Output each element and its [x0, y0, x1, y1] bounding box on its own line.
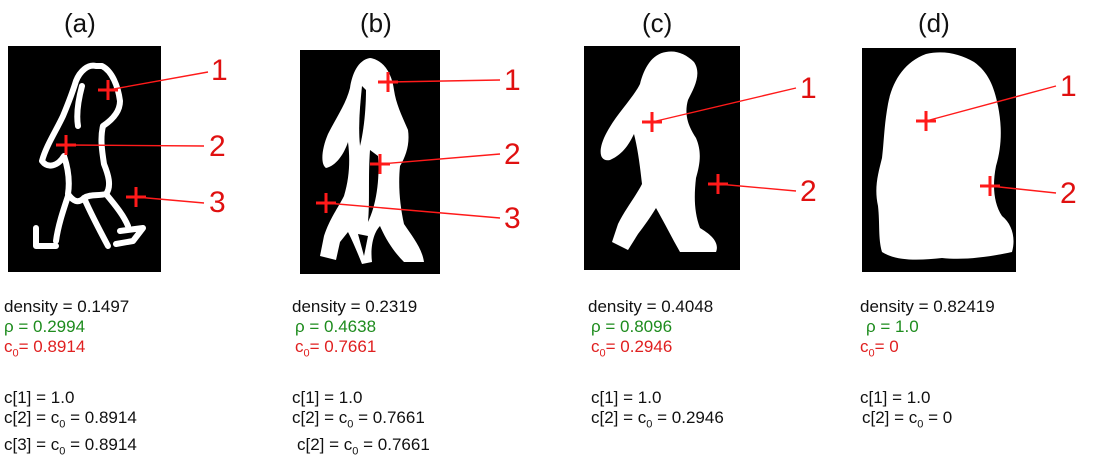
density-value: density = 0.1497 — [4, 297, 130, 316]
c-line-2: c[2] = c0 = 0.7661 — [292, 408, 425, 431]
panel-label: (a) — [64, 8, 96, 38]
marker-group: 1 2 — [916, 70, 1077, 210]
c0-value: c0= 0.2946 — [591, 337, 673, 360]
panel-b-image: 1 2 3 — [300, 50, 521, 274]
filled-silhouette — [876, 52, 1014, 260]
c-line-1: c[1] = 1.0 — [4, 388, 75, 408]
density-value: density = 0.2319 — [292, 297, 418, 316]
marker-label-2: 2 — [504, 138, 521, 171]
c-line-1: c[1] = 1.0 — [860, 388, 931, 408]
panel-stats: density = 0.82419 ρ = 1.0 c0= 0 c[1] = 1… — [860, 297, 995, 435]
c-line-3: c[2] = c0 = 0.7661 — [297, 434, 430, 458]
marker-label-2: 2 — [800, 175, 817, 208]
panel-stats: density = 0.4048 ρ = 0.8096 c0= 0.2946 c… — [588, 297, 724, 435]
rho-value: ρ = 0.4638 — [295, 317, 377, 336]
panel-d: (d) 1 2 density = 0.82419 ρ = 1.0 c0= 0 … — [856, 0, 1098, 469]
panel-a: (a) 1 2 3 density = 0.1497 ρ = 0.2994 c0 — [0, 0, 270, 469]
density-value: density = 0.82419 — [860, 297, 995, 316]
filled-silhouette — [600, 51, 717, 253]
panel-b: (b) 1 2 3 density = 0.2319 ρ = 0.4638 c0… — [288, 0, 558, 469]
rho-value: ρ = 0.2994 — [4, 317, 86, 336]
edge-silhouette — [33, 62, 146, 249]
density-value: density = 0.4048 — [588, 297, 714, 316]
rho-value: ρ = 0.8096 — [591, 317, 673, 336]
panel-c: (c) 1 2 density = 0.4048 ρ = 0.8096 c0= … — [584, 0, 854, 469]
marker-label-2: 2 — [1060, 177, 1077, 210]
panel-label: (d) — [918, 8, 950, 38]
marker-label-1: 1 — [504, 64, 521, 97]
marker-label-2: 2 — [209, 130, 226, 163]
marker-label-3: 3 — [209, 186, 226, 219]
c-line-1: c[1] = 1.0 — [292, 388, 363, 408]
panel-a-image: 1 2 3 — [8, 46, 228, 272]
panel-label: (c) — [642, 8, 673, 38]
c-line-2: c[2] = c0 = 0.8914 — [4, 408, 137, 431]
marker-label-1: 1 — [800, 72, 817, 105]
marker-group: 1 2 3 — [56, 54, 228, 219]
panel-label: (b) — [360, 8, 392, 38]
c0-value: c0= 0 — [860, 337, 899, 360]
panel-stats: density = 0.1497 ρ = 0.2994 c0= 0.8914 c… — [4, 297, 137, 461]
panel-d-image: 1 2 — [862, 48, 1077, 272]
marker-label-1: 1 — [1060, 70, 1077, 103]
marker-label-1: 1 — [211, 54, 228, 87]
panel-c-image: 1 2 — [584, 46, 817, 270]
marker-label-3: 3 — [504, 202, 521, 235]
c0-value: c0= 0.7661 — [295, 337, 377, 360]
rho-value: ρ = 1.0 — [866, 317, 919, 336]
c-line-1: c[1] = 1.0 — [591, 388, 662, 408]
c-line-3: c[3] = c0 = 0.8914 — [4, 434, 137, 458]
marker-group: 1 2 — [642, 72, 817, 208]
marker-group: 1 2 3 — [316, 64, 521, 235]
silhouette-gaps — [358, 86, 379, 256]
c-line-2: c[2] = c0 = 0.2946 — [591, 408, 724, 431]
panel-stats: density = 0.2319 ρ = 0.4638 c0= 0.7661 c… — [292, 297, 430, 461]
c0-value: c0= 0.8914 — [4, 337, 86, 360]
c-line-2: c[2] = c0 = 0 — [862, 408, 953, 431]
